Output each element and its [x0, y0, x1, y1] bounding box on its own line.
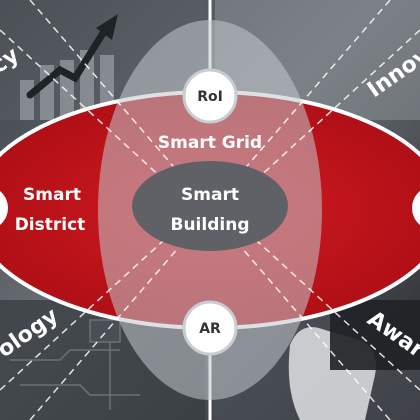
center-label-line-1: Smart	[181, 185, 239, 205]
trend-arrow-graphic	[26, 26, 109, 99]
center-label-line-2: Building	[171, 215, 250, 235]
left-region-label-line-2: District	[15, 215, 86, 235]
top-node-label: RoI	[197, 89, 223, 105]
trend-arrow-head	[96, 14, 118, 40]
bottom-node-label: AR	[199, 321, 221, 337]
bottom-node-circle	[182, 300, 238, 356]
circuit-board-graphic	[10, 319, 140, 410]
left-region-label-line-1: Smart	[23, 185, 81, 205]
top-region-label: Smart Grid	[158, 133, 262, 153]
device-graphic	[330, 300, 420, 370]
center-ellipse	[132, 161, 288, 251]
left-node-circle	[0, 191, 8, 225]
top-node-circle	[182, 68, 238, 124]
right-node-circle	[412, 191, 420, 225]
